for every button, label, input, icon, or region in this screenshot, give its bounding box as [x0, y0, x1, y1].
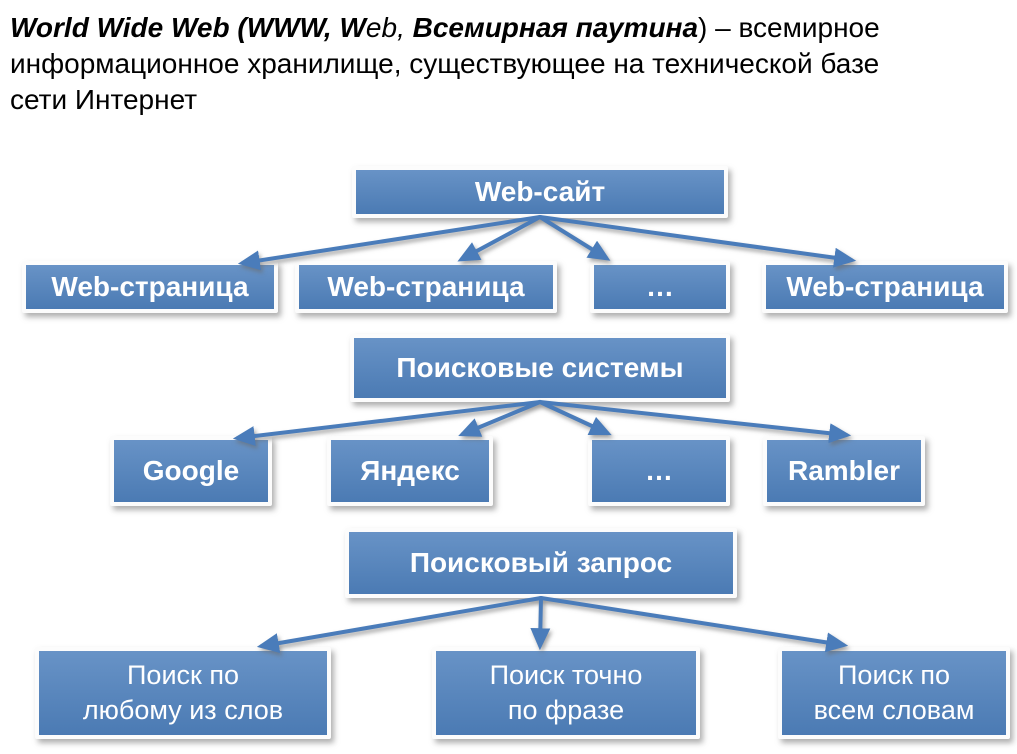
node-search-all-words: Поиск по всем словам	[778, 647, 1010, 739]
title-line-3: сети Интернет	[10, 84, 198, 115]
node-web-site: Web-сайт	[352, 166, 728, 218]
arrow-query-to-phrase	[530, 596, 551, 651]
node-web-page-3: Web-страница	[762, 261, 1008, 313]
node-label: Поисковый запрос	[409, 547, 673, 578]
arrow-engines-to-ellipsis	[538, 400, 612, 436]
arrow-engines-to-yandex	[458, 400, 542, 437]
title-line-2: информационное хранилище, существующее н…	[10, 48, 880, 79]
page-title: World Wide Web (WWW, Web, Всемирная паут…	[10, 10, 990, 118]
node-search-exact-phrase: Поиск точно по фразе	[432, 647, 700, 739]
ellipsis-label: …	[645, 455, 673, 486]
arrow-site-to-page-2	[457, 215, 542, 262]
arrow-engines-to-rambler	[538, 400, 852, 444]
node-label: Web-страница	[327, 271, 525, 302]
node-label: Яндекс	[360, 455, 460, 486]
title-segment: Всемирная паутина	[412, 12, 699, 43]
node-search-query: Поисковый запрос	[345, 528, 737, 598]
node-label-line: Поиск по	[127, 660, 239, 690]
title-segment: World Wide Web (WWW, W	[10, 12, 366, 43]
node-label: Web-страница	[786, 271, 984, 302]
title-segment: ) – всемирное	[698, 12, 880, 43]
node-rambler: Rambler	[763, 436, 925, 506]
node-label-line: любому из слов	[82, 695, 284, 725]
node-label: Google	[142, 455, 240, 486]
arrow-engines-to-google	[232, 400, 542, 446]
node-label-line: по фразе	[507, 695, 625, 725]
arrow-site-to-page-3	[538, 215, 857, 268]
arrow-site-to-ellipsis	[538, 215, 611, 261]
node-ellipsis-pages: …	[590, 261, 730, 313]
node-label: Поисковые системы	[396, 352, 684, 383]
arrow-site-to-page-1	[237, 215, 542, 271]
node-label: Web-страница	[51, 271, 249, 302]
arrow-query-to-all	[539, 596, 849, 653]
node-web-page-1: Web-страница	[22, 261, 278, 313]
node-web-page-2: Web-страница	[295, 261, 557, 313]
node-label-line: Поиск по	[838, 660, 950, 690]
title-line-1: World Wide Web (WWW, Web, Всемирная паут…	[10, 10, 990, 46]
node-label-line: Поиск точно	[489, 660, 643, 690]
node-ellipsis-engines: …	[588, 436, 730, 506]
node-search-engines: Поисковые системы	[350, 334, 730, 402]
title-segment: ,	[397, 12, 413, 43]
title-segment: eb	[365, 12, 398, 43]
ellipsis-label: …	[646, 271, 674, 302]
node-label: Web-сайт	[474, 176, 606, 207]
node-google: Google	[110, 436, 272, 506]
node-label-line: всем словам	[813, 695, 975, 725]
arrow-query-to-any	[256, 596, 543, 654]
node-label: Rambler	[787, 455, 901, 486]
node-search-any-word: Поиск по любому из слов	[35, 647, 331, 739]
node-yandex: Яндекс	[327, 436, 493, 506]
